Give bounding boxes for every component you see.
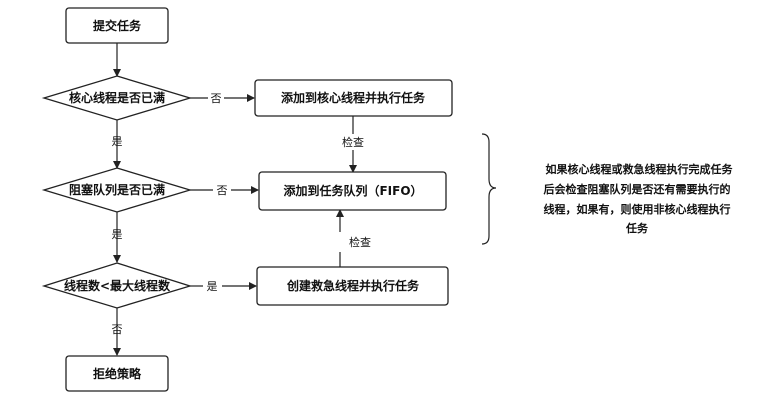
node-reject-label: 拒绝策略: [93, 366, 142, 381]
note-line-2: 后会检查阻塞队列是否还有需要执行的: [544, 182, 731, 196]
edge-label-queue-no: 否: [217, 184, 228, 197]
node-add-core-label: 添加到核心线程并执行任务: [281, 90, 426, 105]
node-core-full-diamond: [41, 75, 193, 121]
node-submit-box: [65, 7, 169, 44]
node-add-queue-box: [258, 171, 447, 211]
edge-label-core-no: 否: [211, 92, 222, 105]
edge-label-core-yes: 是: [112, 135, 123, 148]
node-create-emergency-box: [256, 266, 449, 306]
node-queue-full-diamond: [41, 167, 193, 213]
node-max-check-label: 线程数<最大线程数: [64, 278, 171, 293]
annotation-brace: [481, 133, 497, 245]
edge-label-check-top: 检查: [342, 135, 364, 149]
node-core-full-label: 核心线程是否已满: [69, 90, 165, 105]
edge-label-max-no: 否: [112, 323, 123, 336]
edge-label-max-yes: 是: [207, 280, 218, 293]
node-create-emergency-label: 创建救急线程并执行任务: [286, 278, 420, 293]
node-reject-box: [65, 355, 169, 392]
node-submit-label: 提交任务: [93, 18, 142, 33]
node-queue-full-label: 阻塞队列是否已满: [69, 182, 165, 197]
note-line-1: 如果核心线程或救急线程执行完成任务: [546, 162, 734, 176]
node-add-queue-label: 添加到任务队列（FIFO）: [283, 183, 422, 198]
note-line-4: 任务: [625, 221, 649, 235]
node-max-check-diamond: [41, 262, 193, 309]
note-line-3: 线程，如果有，则使用非核心线程执行: [544, 202, 731, 216]
node-add-core-box: [254, 79, 453, 117]
edge-label-queue-yes: 是: [112, 228, 123, 241]
edge-label-check-bottom: 检查: [349, 235, 371, 249]
